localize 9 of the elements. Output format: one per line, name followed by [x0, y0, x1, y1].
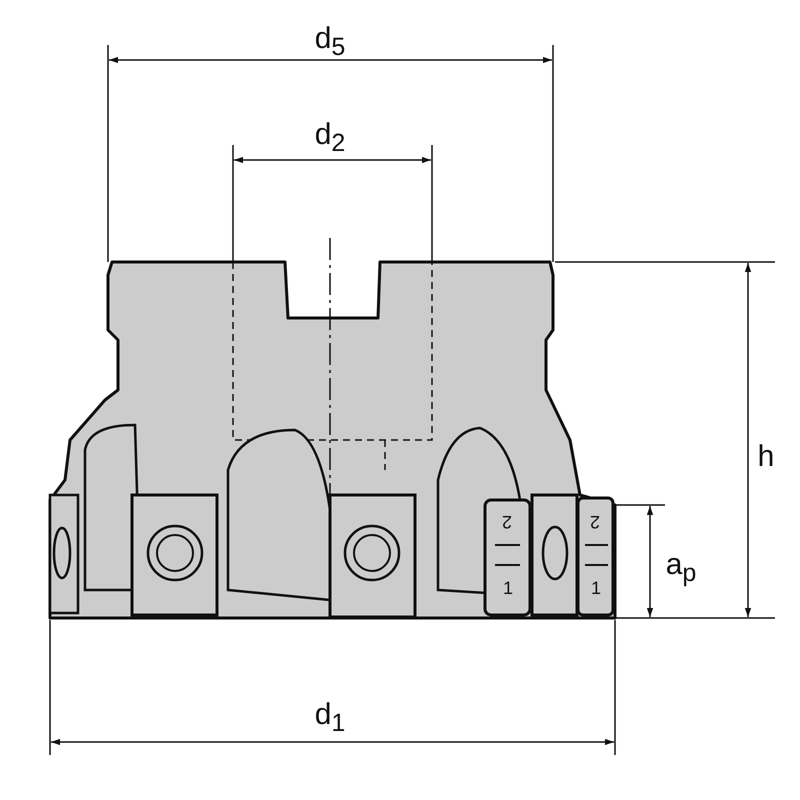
- dimension-label: d$_{2}$: [314, 120, 346, 156]
- dimension-label: d$_{1}$: [314, 700, 346, 736]
- dimension-label: a$_{p}$: [666, 550, 696, 586]
- insert-number: 1: [591, 579, 601, 597]
- insert-number: 2: [590, 513, 600, 531]
- insert-number: 1: [503, 579, 513, 597]
- dimension-label: d$_{5}$: [314, 24, 346, 60]
- dimension-label: h: [758, 442, 774, 472]
- insert-number: 2: [502, 513, 512, 531]
